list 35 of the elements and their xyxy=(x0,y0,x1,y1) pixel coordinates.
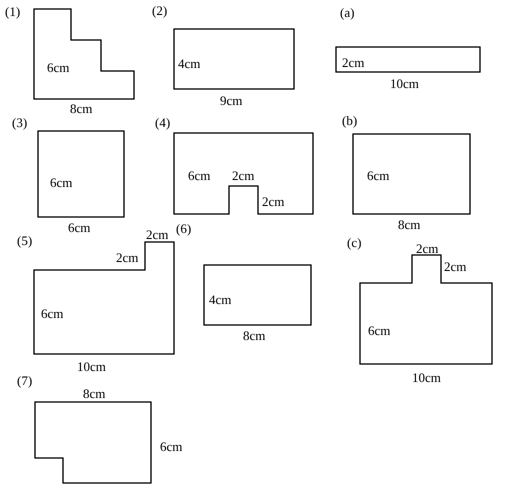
dimension-label: 2cm xyxy=(262,195,284,209)
figure-number: (3) xyxy=(12,116,28,130)
figure-number: (b) xyxy=(342,114,358,128)
figure-number: (a) xyxy=(340,6,354,20)
dimension-label: 10cm xyxy=(77,360,106,374)
figure-number: (1) xyxy=(5,5,20,19)
dimension-label: 6cm xyxy=(188,169,210,183)
dimension-label: 6cm xyxy=(41,307,64,321)
dimension-label: 4cm xyxy=(209,293,232,307)
dimension-label: 9cm xyxy=(220,94,242,108)
dimension-label: 2cm xyxy=(444,260,466,274)
dimension-label: 6cm xyxy=(368,324,390,338)
dimension-label: 10cm xyxy=(412,371,441,385)
dimension-label: 2cm xyxy=(116,251,138,265)
dimension-label: 8cm xyxy=(398,218,420,232)
dimension-label: 2cm xyxy=(232,169,254,183)
dimension-label: 2cm xyxy=(416,242,438,256)
figure-number: (5) xyxy=(17,234,32,248)
dimension-label: 8cm xyxy=(70,102,92,116)
dimension-label: 8cm xyxy=(83,387,106,401)
figure-number: (c) xyxy=(347,236,362,250)
figure-number: (4) xyxy=(155,116,170,130)
dimension-label: 4cm xyxy=(178,57,200,71)
dimension-label: 6cm xyxy=(50,176,72,190)
dimension-label: 6cm xyxy=(68,221,90,235)
dimension-label: 6cm xyxy=(367,169,390,183)
figure-number: (2) xyxy=(152,4,168,18)
dimension-label: 6cm xyxy=(47,61,70,75)
dimension-label: 2cm xyxy=(146,228,168,242)
dimension-label: 8cm xyxy=(243,329,266,343)
dimension-label: 10cm xyxy=(390,77,419,91)
dimension-label: 6cm xyxy=(160,440,182,454)
figure-number: (7) xyxy=(17,374,32,388)
figure-number: (6) xyxy=(176,222,192,236)
dimension-label: 2cm xyxy=(342,56,364,70)
